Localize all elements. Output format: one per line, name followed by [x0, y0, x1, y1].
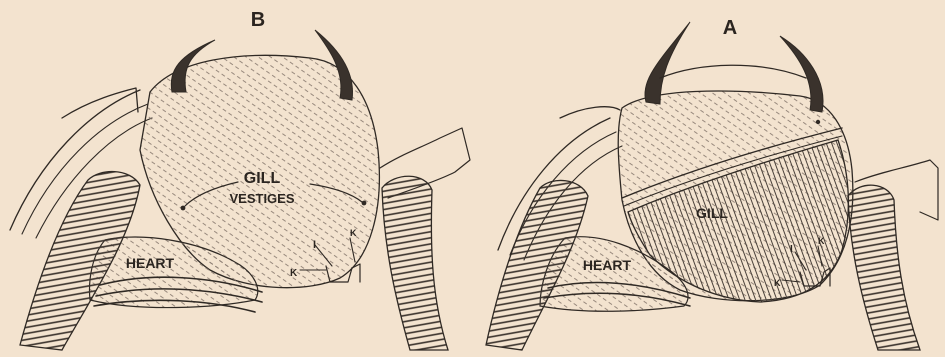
panel-b-letter: B [251, 9, 265, 31]
gill-label-b: GILL [244, 170, 281, 187]
vestige-dot-b-right [362, 201, 367, 206]
column-right-b [382, 176, 448, 350]
heart-label-b: HEART [126, 255, 175, 271]
rim-a [660, 65, 806, 78]
mark-i-a: I [790, 244, 793, 255]
panel-a-letter: A [723, 17, 737, 39]
mark-i-b: I [313, 239, 316, 251]
mark-k1-b: K [350, 228, 357, 238]
mark-k2-a: K [774, 278, 781, 288]
mark-k2-b: K [290, 268, 298, 279]
column-right-a [848, 185, 920, 350]
heart-label-a: HEART [583, 257, 632, 273]
vestiges-label-b: VESTIGES [229, 191, 294, 206]
eye-dot-a [816, 120, 820, 124]
panel-a: A GILL HEART I K K [486, 17, 938, 350]
mark-k1-a: K [818, 236, 825, 246]
gill-label-a: GILL [696, 205, 728, 221]
panel-b: B GILL VESTIGES HEART I K K [10, 9, 470, 350]
